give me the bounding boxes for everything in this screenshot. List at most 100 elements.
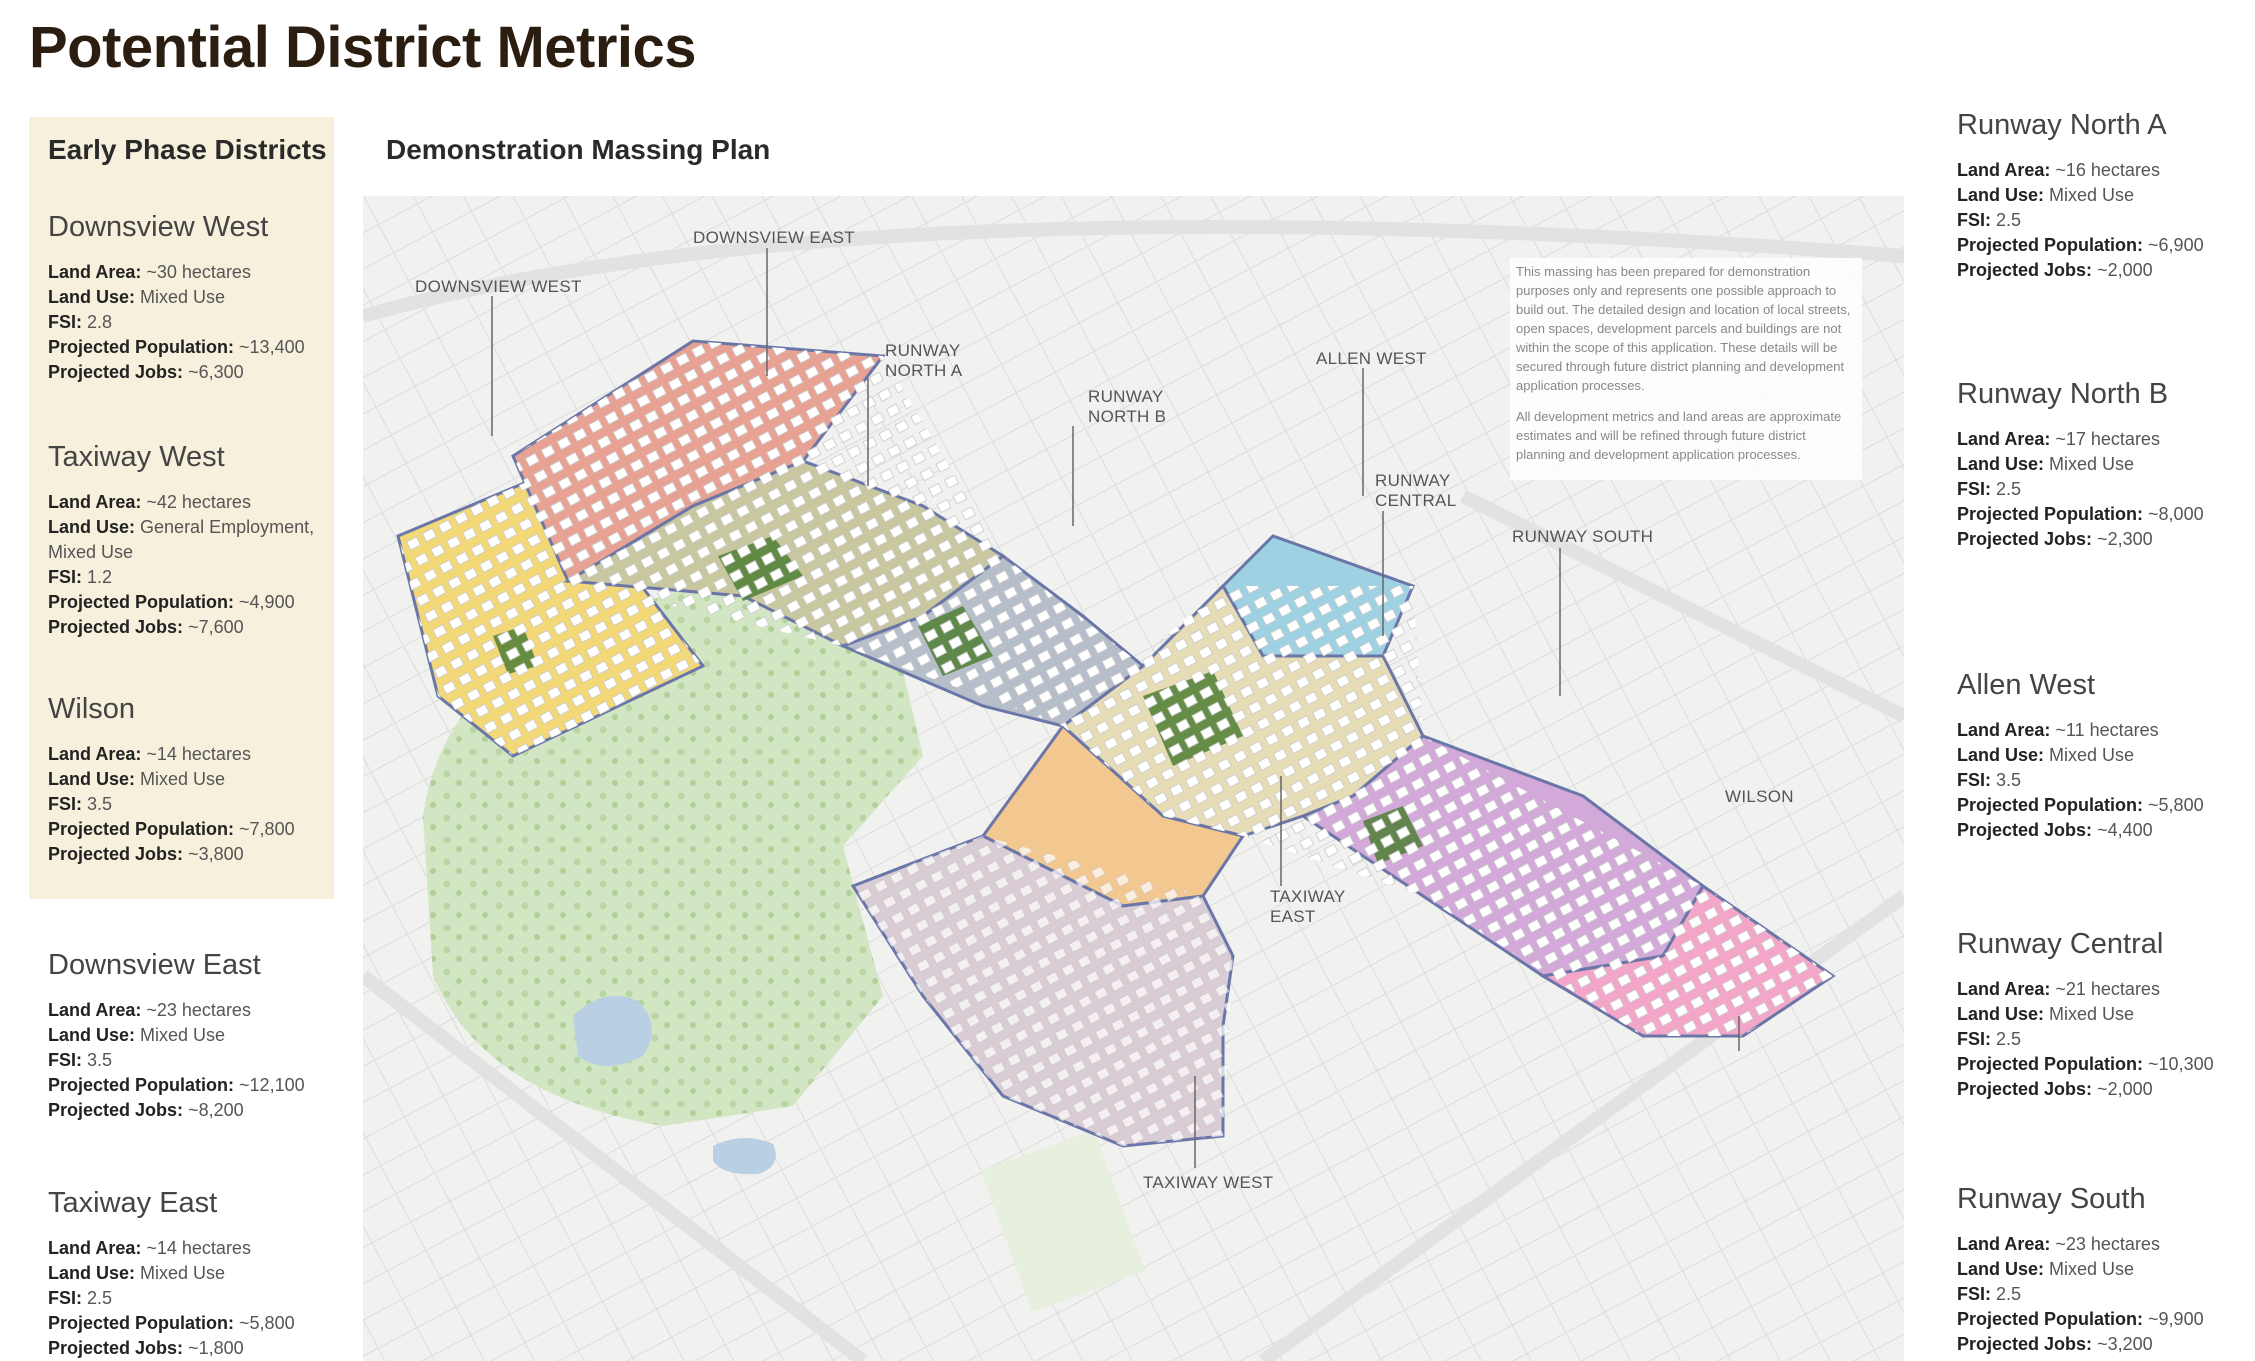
district-wilson: Wilson Land Area: ~14 hectares Land Use:… bbox=[48, 693, 348, 867]
land-use-row: Land Use: Mixed Use bbox=[1957, 183, 2255, 208]
district-runway-north-a: Runway North A Land Area: ~16 hectares L… bbox=[1957, 109, 2255, 283]
district-name: Runway North A bbox=[1957, 109, 2167, 141]
field-value: Mixed Use bbox=[2049, 185, 2135, 205]
field-value: 3.5 bbox=[87, 1050, 113, 1070]
jobs-row: Projected Jobs: ~2,300 bbox=[1957, 527, 2255, 552]
label-runway-north-b-2: NORTH B bbox=[1088, 407, 1166, 426]
field-label: Land Area: bbox=[48, 1000, 142, 1020]
field-label: Projected Population: bbox=[1957, 235, 2144, 255]
land-area-row: Land Area: ~16 hectares bbox=[1957, 158, 2255, 183]
land-area-row: Land Area: ~14 hectares bbox=[48, 742, 348, 767]
field-value: ~23 hectares bbox=[2055, 1234, 2160, 1254]
field-label: FSI: bbox=[1957, 479, 1991, 499]
population-row: Projected Population: ~13,400 bbox=[48, 335, 348, 360]
fsi-row: FSI: 3.5 bbox=[1957, 768, 2255, 793]
field-value: ~6,900 bbox=[2148, 235, 2204, 255]
field-value: ~11 hectares bbox=[2055, 720, 2159, 740]
field-label: FSI: bbox=[1957, 210, 1991, 230]
fsi-row: FSI: 2.5 bbox=[1957, 1027, 2255, 1052]
field-value: Mixed Use bbox=[2049, 745, 2135, 765]
field-label: Land Area: bbox=[1957, 1234, 2051, 1254]
population-row: Projected Population: ~9,900 bbox=[1957, 1307, 2255, 1332]
field-label: FSI: bbox=[48, 794, 82, 814]
field-value: ~10,300 bbox=[2148, 1054, 2214, 1074]
fsi-row: FSI: 2.5 bbox=[1957, 1282, 2255, 1307]
field-value: ~8,000 bbox=[2148, 504, 2204, 524]
field-label: Land Area: bbox=[1957, 160, 2051, 180]
field-label: FSI: bbox=[48, 1050, 82, 1070]
field-label: Projected Jobs: bbox=[1957, 260, 2093, 280]
field-value: 2.5 bbox=[87, 1288, 113, 1308]
population-row: Projected Population: ~5,800 bbox=[1957, 793, 2255, 818]
jobs-row: Projected Jobs: ~8,200 bbox=[48, 1098, 348, 1123]
field-value: ~3,800 bbox=[188, 844, 244, 864]
district-name: Runway North B bbox=[1957, 378, 2169, 410]
district-taxiway-west: Taxiway West Land Area: ~42 hectares Lan… bbox=[48, 441, 328, 640]
field-label: Projected Population: bbox=[48, 1075, 235, 1095]
land-area-row: Land Area: ~23 hectares bbox=[48, 998, 348, 1023]
district-name: Taxiway West bbox=[48, 441, 225, 473]
district-name: Runway South bbox=[1957, 1183, 2146, 1215]
south-pond bbox=[713, 1137, 776, 1175]
district-name: Runway Central bbox=[1957, 928, 2164, 960]
jobs-row: Projected Jobs: ~2,000 bbox=[1957, 1077, 2255, 1102]
field-value: ~3,200 bbox=[2097, 1334, 2153, 1354]
field-label: Projected Jobs: bbox=[1957, 529, 2093, 549]
field-label: FSI: bbox=[48, 1288, 82, 1308]
field-value: Mixed Use bbox=[140, 1025, 226, 1045]
district-name: Taxiway East bbox=[48, 1187, 218, 1219]
land-area-row: Land Area: ~17 hectares bbox=[1957, 427, 2255, 452]
field-label: Land Use: bbox=[1957, 185, 2045, 205]
label-runway-central-1: RUNWAY bbox=[1375, 471, 1450, 490]
population-row: Projected Population: ~4,900 bbox=[48, 590, 328, 615]
field-value: ~8,200 bbox=[188, 1100, 244, 1120]
district-downsview-east: Downsview East Land Area: ~23 hectares L… bbox=[48, 949, 348, 1123]
field-label: Land Use: bbox=[1957, 1004, 2045, 1024]
population-row: Projected Population: ~7,800 bbox=[48, 817, 348, 842]
field-value: General Employment, Mixed Use bbox=[48, 517, 315, 562]
label-taxiway-east-2: EAST bbox=[1270, 907, 1316, 926]
map-heading: Demonstration Massing Plan bbox=[386, 134, 771, 165]
fsi-row: FSI: 1.2 bbox=[48, 565, 328, 590]
field-label: Projected Population: bbox=[1957, 504, 2144, 524]
field-label: Projected Jobs: bbox=[48, 362, 184, 382]
label-taxiway-west: TAXIWAY WEST bbox=[1143, 1173, 1273, 1192]
field-value: ~30 hectares bbox=[146, 262, 251, 282]
field-value: ~9,900 bbox=[2148, 1309, 2204, 1329]
field-label: Land Area: bbox=[1957, 429, 2051, 449]
field-value: ~7,600 bbox=[188, 617, 244, 637]
field-label: FSI: bbox=[48, 312, 82, 332]
district-name: Downsview West bbox=[48, 211, 269, 243]
field-value: ~4,400 bbox=[2097, 820, 2153, 840]
field-label: Projected Jobs: bbox=[48, 1100, 184, 1120]
field-label: Projected Population: bbox=[48, 592, 235, 612]
field-label: Projected Population: bbox=[48, 819, 235, 839]
fsi-row: FSI: 2.5 bbox=[1957, 477, 2255, 502]
field-label: Projected Jobs: bbox=[48, 844, 184, 864]
land-area-row: Land Area: ~42 hectares bbox=[48, 490, 328, 515]
buildings-central bbox=[1063, 586, 1833, 1036]
field-value: 3.5 bbox=[1996, 770, 2022, 790]
population-row: Projected Population: ~8,000 bbox=[1957, 502, 2255, 527]
field-value: ~1,800 bbox=[188, 1338, 244, 1358]
label-runway-north-a-1: RUNWAY bbox=[885, 341, 960, 360]
field-patch bbox=[980, 1130, 1146, 1312]
field-value: 2.5 bbox=[1996, 1029, 2022, 1049]
field-label: Projected Population: bbox=[48, 1313, 235, 1333]
field-value: ~7,800 bbox=[239, 819, 295, 839]
jobs-row: Projected Jobs: ~2,000 bbox=[1957, 258, 2255, 283]
field-value: ~4,900 bbox=[239, 592, 295, 612]
field-value: ~5,800 bbox=[239, 1313, 295, 1333]
field-value: Mixed Use bbox=[2049, 1004, 2135, 1024]
field-value: 2.5 bbox=[1996, 1284, 2022, 1304]
field-label: Projected Population: bbox=[48, 337, 235, 357]
land-use-row: Land Use: Mixed Use bbox=[48, 1023, 348, 1048]
field-value: ~21 hectares bbox=[2055, 979, 2160, 999]
label-runway-north-a-2: NORTH A bbox=[885, 361, 963, 380]
field-label: Land Use: bbox=[48, 1025, 136, 1045]
district-allen-west: Allen West Land Area: ~11 hectares Land … bbox=[1957, 669, 2255, 843]
buildings-west bbox=[398, 471, 703, 756]
land-area-row: Land Area: ~30 hectares bbox=[48, 260, 348, 285]
district-runway-central: Runway Central Land Area: ~21 hectares L… bbox=[1957, 928, 2255, 1102]
field-value: ~14 hectares bbox=[146, 1238, 251, 1258]
